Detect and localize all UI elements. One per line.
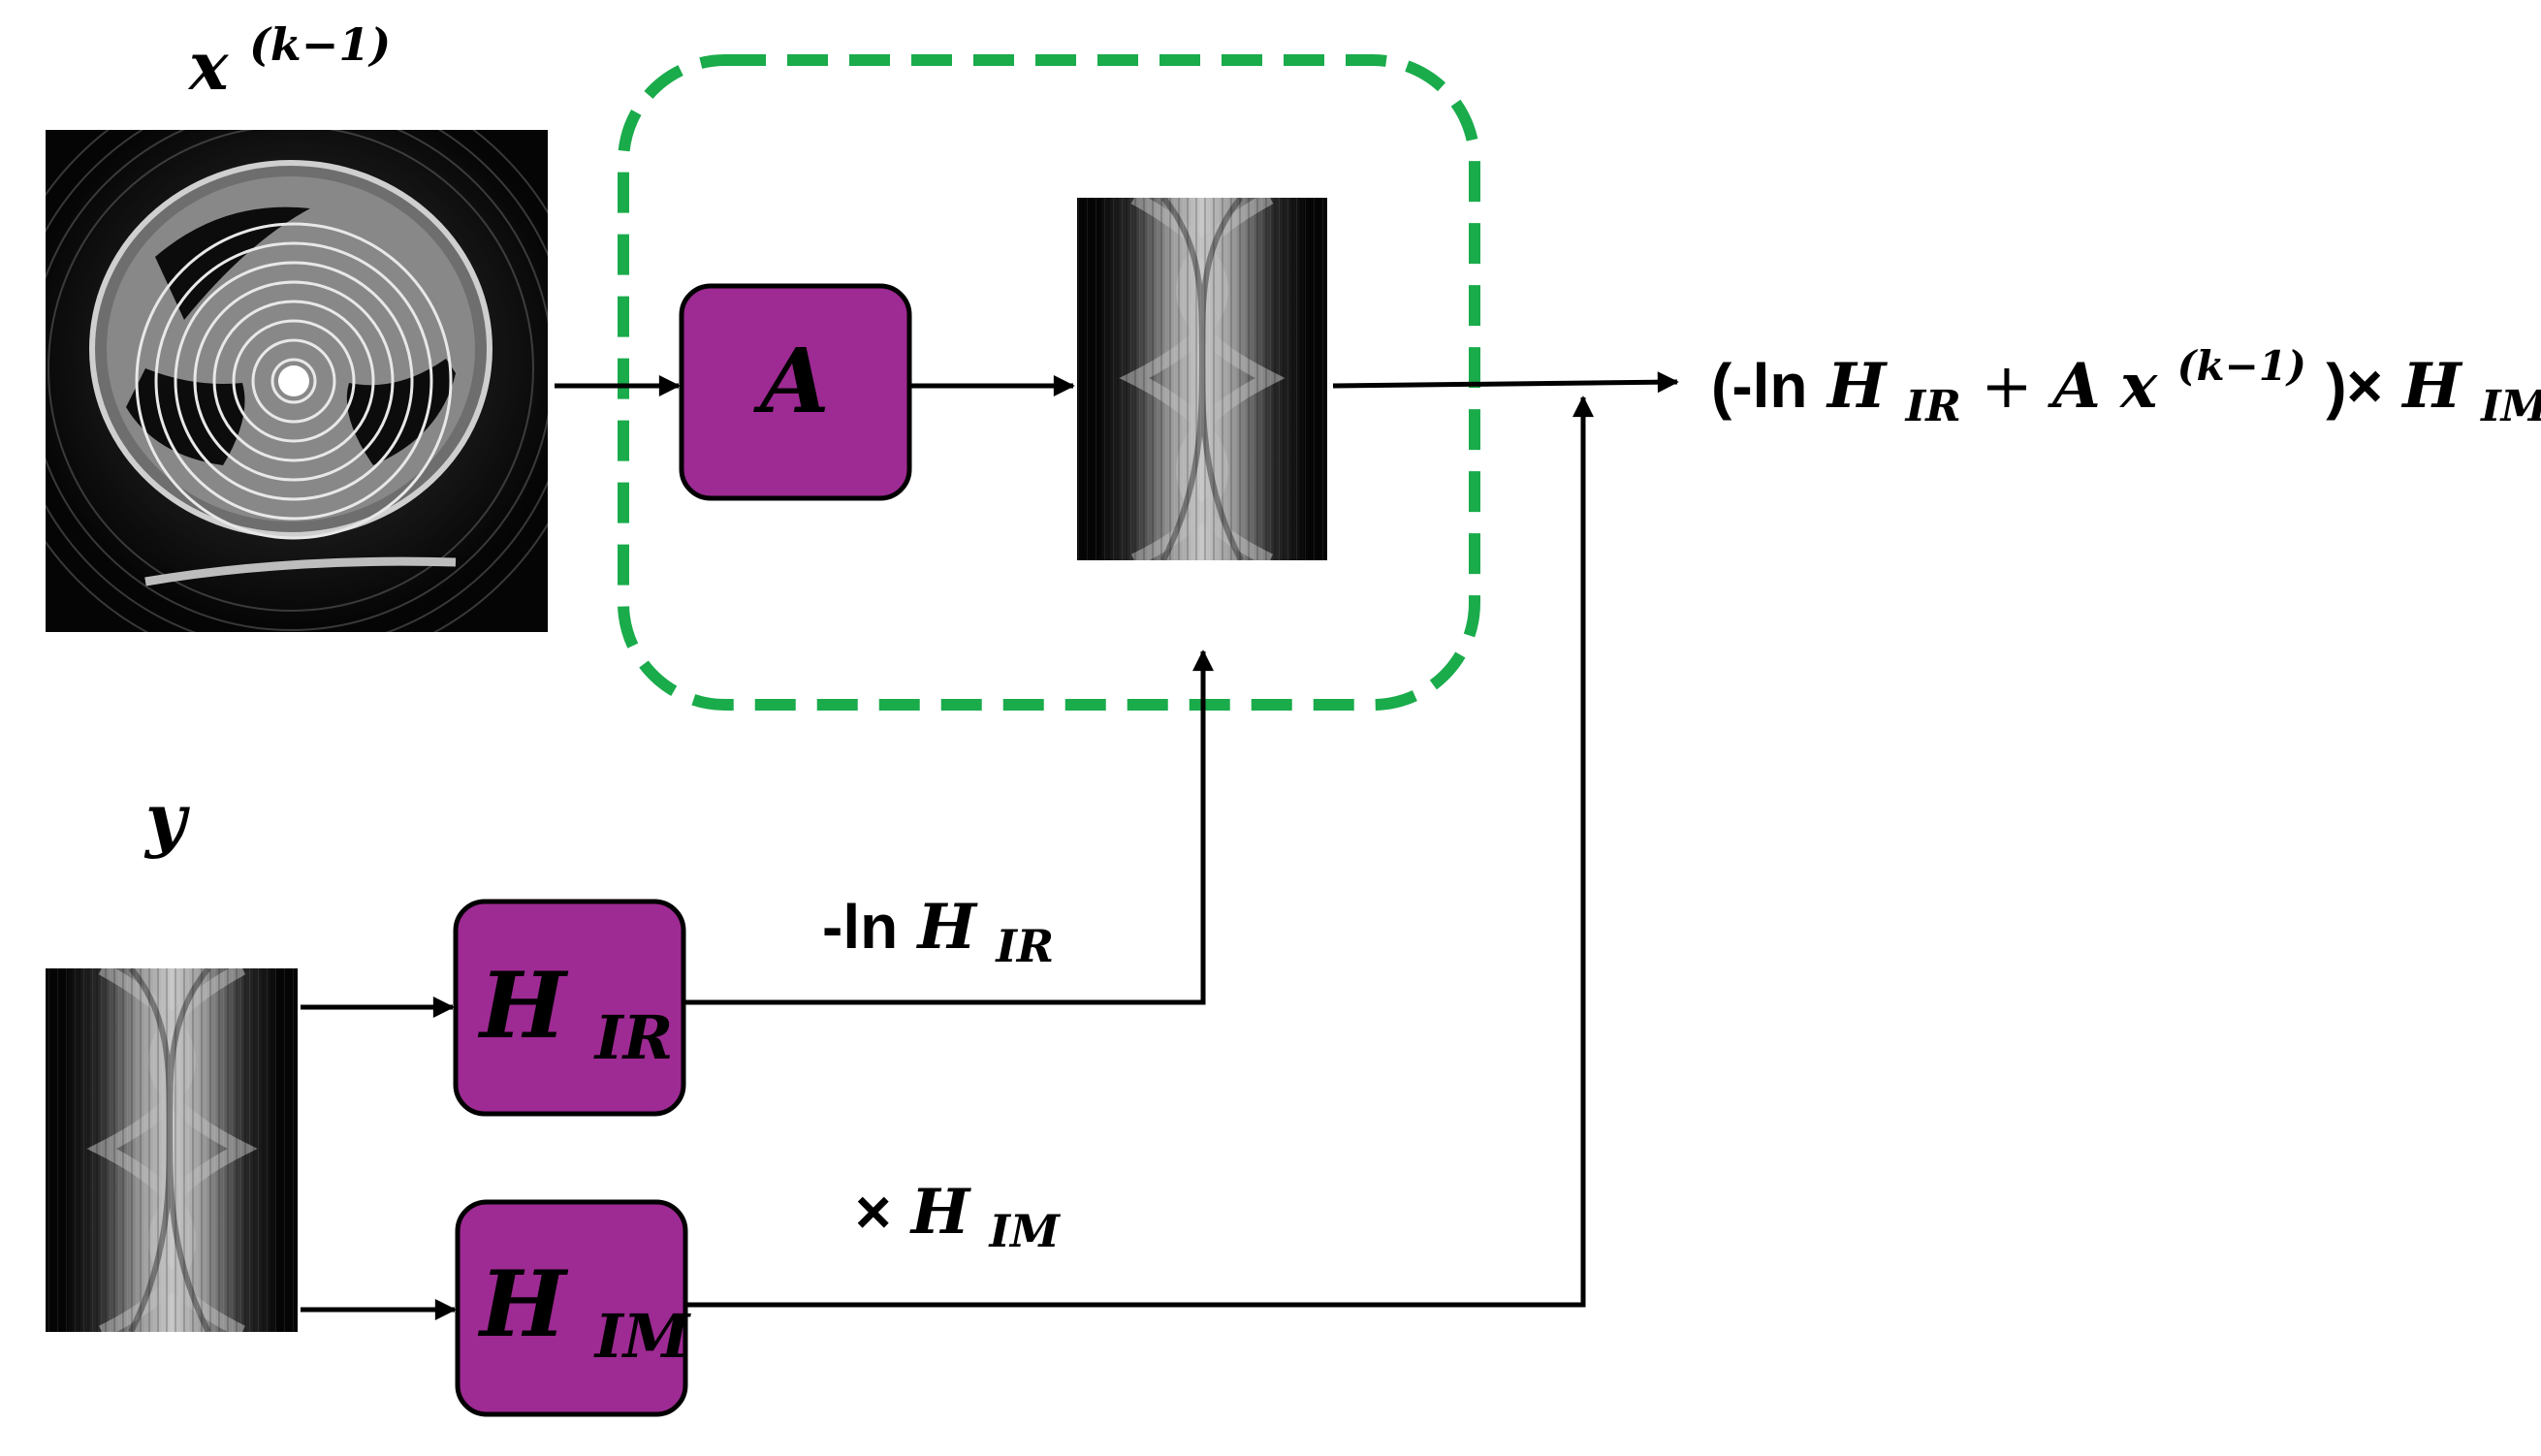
sinogram-measured-y: [46, 968, 298, 1332]
operator-him-label: H IM: [477, 1251, 692, 1372]
arrow-sinogram-to-output: [1332, 371, 1679, 394]
operator-him-box: [455, 1199, 688, 1417]
label-times-him: × H IM: [855, 1176, 1062, 1257]
operator-a-label: A: [752, 329, 829, 433]
label-x-prev: x (k−1): [187, 18, 391, 106]
arrow-hir-to-box: [685, 649, 1214, 1005]
output-expression: (-ln H IR + A x (k−1) )× H IM: [1711, 324, 2541, 436]
ct-image-x-prev: [46, 130, 548, 632]
sinogram-projection-ax: [1077, 198, 1327, 560]
operator-a-box: [679, 283, 912, 501]
label-y: y: [143, 777, 190, 860]
operator-hir-label: H IR: [477, 953, 673, 1073]
label-neg-ln-hir: -ln H IR: [822, 891, 1054, 972]
operator-hir-box: [453, 899, 686, 1117]
arrow-him-to-output: [687, 396, 1594, 1308]
